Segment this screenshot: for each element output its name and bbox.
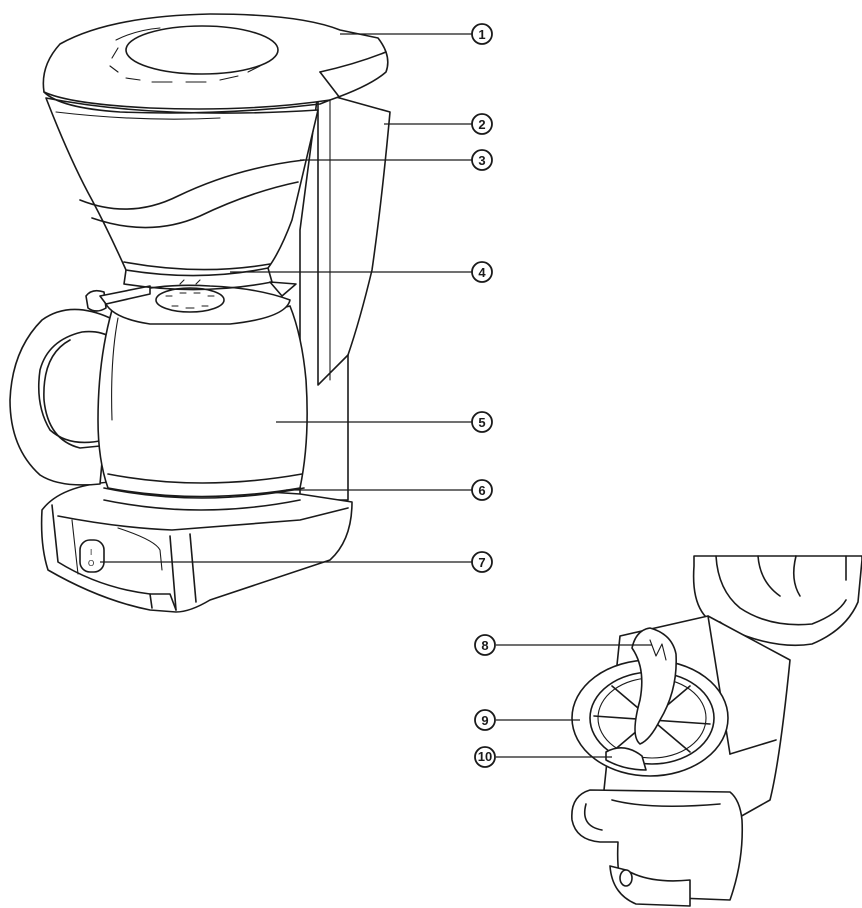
callout-9: 9 [475, 710, 495, 730]
switch-mark-off: O [88, 559, 94, 568]
callout-10: 10 [475, 747, 495, 767]
callout-4-label: 4 [478, 265, 486, 280]
water-tank [300, 92, 390, 500]
callout-9-label: 9 [481, 713, 488, 728]
callout-1: 1 [472, 24, 492, 44]
callout-6: 6 [472, 480, 492, 500]
callout-4: 4 [472, 262, 492, 282]
lid [43, 14, 387, 113]
callout-7-label: 7 [478, 555, 485, 570]
coffee-maker-main: I O [10, 14, 390, 612]
inset-open-lid [572, 556, 862, 906]
callout-7: 7 [472, 552, 492, 572]
callout-3: 3 [472, 150, 492, 170]
callout-5-label: 5 [478, 415, 485, 430]
callout-8: 8 [475, 635, 495, 655]
callouts: 1 2 3 4 5 6 7 8 [472, 24, 495, 767]
callout-2-label: 2 [478, 117, 485, 132]
callout-6-label: 6 [478, 483, 485, 498]
carafe-handle [10, 291, 112, 485]
carafe [98, 282, 307, 510]
callout-3-label: 3 [478, 153, 485, 168]
switch-mark-on: I [90, 548, 92, 557]
callout-10-label: 10 [478, 749, 492, 764]
callout-8-label: 8 [481, 638, 488, 653]
callout-2: 2 [472, 114, 492, 134]
power-switch[interactable]: I O [80, 540, 104, 572]
callout-1-label: 1 [478, 27, 485, 42]
filter-holder [46, 98, 318, 290]
callout-5: 5 [472, 412, 492, 432]
